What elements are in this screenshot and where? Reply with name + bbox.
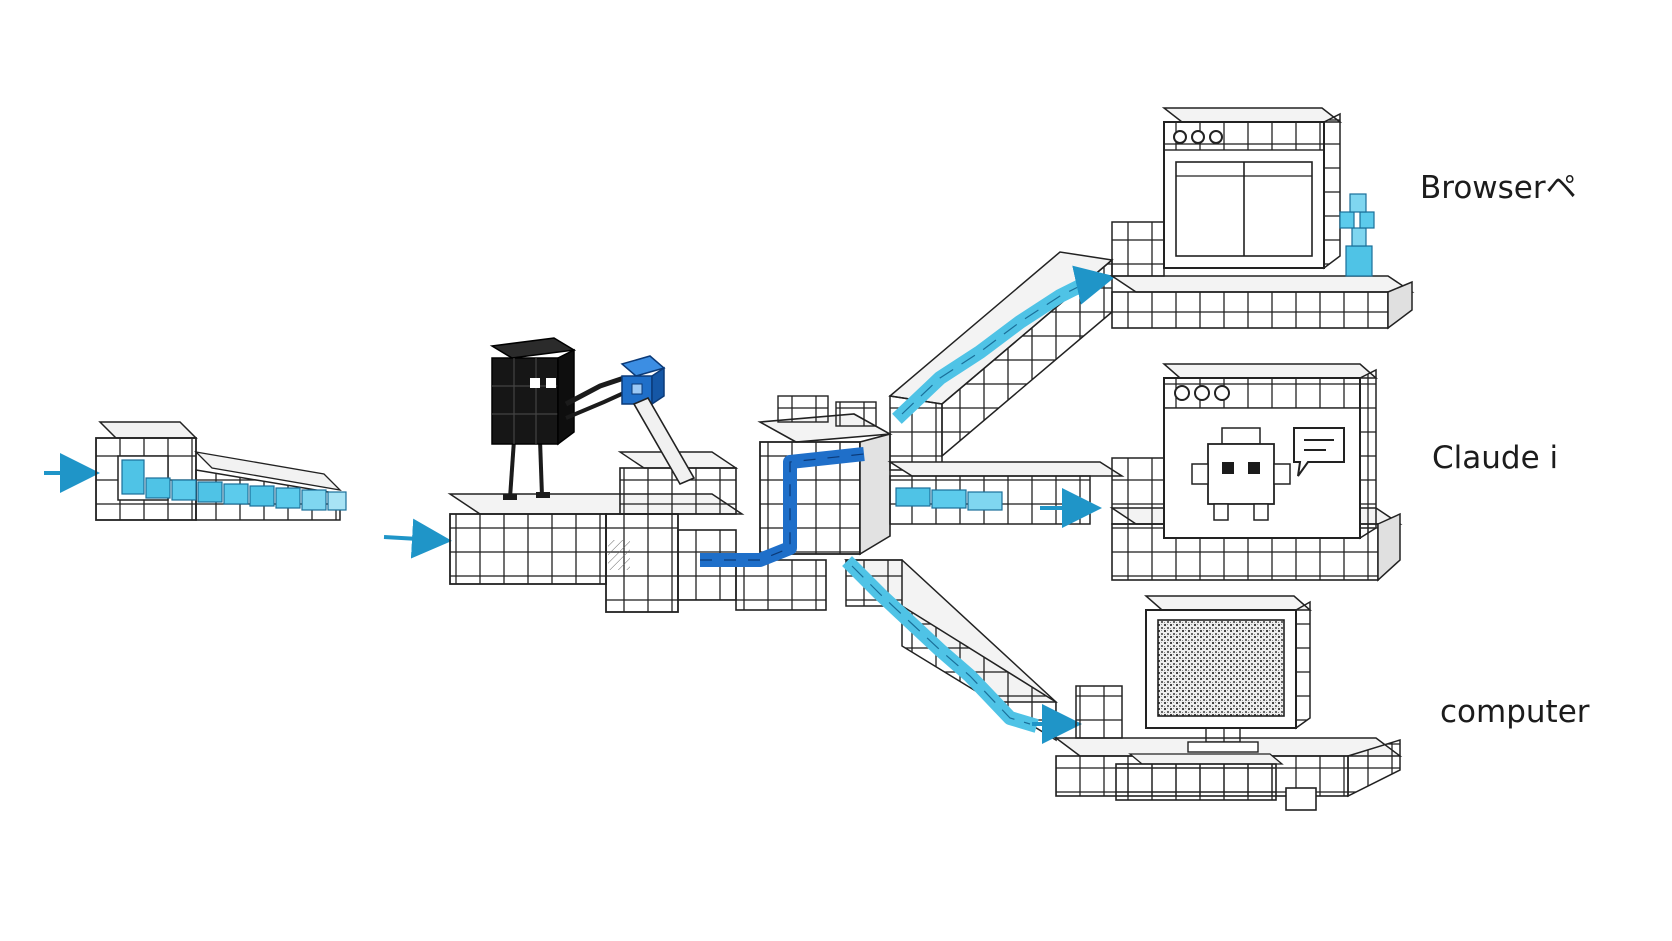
bottom-branch-data-stream	[842, 556, 1039, 733]
claude-pixel-mascot-icon	[1191, 427, 1291, 521]
robot-blue-cube	[620, 355, 666, 406]
input-to-platform-arrow-icon	[383, 518, 452, 559]
desktop-monitor-icon	[1144, 595, 1312, 753]
chat-bubble-icon	[1293, 427, 1345, 477]
input-data-stream	[145, 477, 347, 511]
keyboard-icon	[1115, 753, 1284, 801]
robot-icon	[489, 337, 627, 500]
central-platform	[447, 451, 827, 613]
robot-arm-lever	[632, 396, 696, 486]
browser-label: Browserペ	[1420, 170, 1577, 206]
top-branch-data-stream	[892, 276, 1090, 424]
claude-app-window-icon	[1162, 363, 1378, 540]
middle-branch-data-stream	[895, 487, 1003, 511]
plant-icon	[1339, 193, 1375, 277]
computer-label: computer	[1440, 694, 1590, 730]
top-branch-arrow-icon	[1072, 265, 1116, 305]
browser-window-icon	[1161, 107, 1343, 270]
mouse-icon	[1285, 787, 1317, 811]
hub-cube-icon	[757, 395, 893, 556]
hub-dark-blue-path	[700, 447, 865, 567]
claude-label: Claude i	[1432, 440, 1558, 476]
browser-platform	[1109, 221, 1415, 330]
